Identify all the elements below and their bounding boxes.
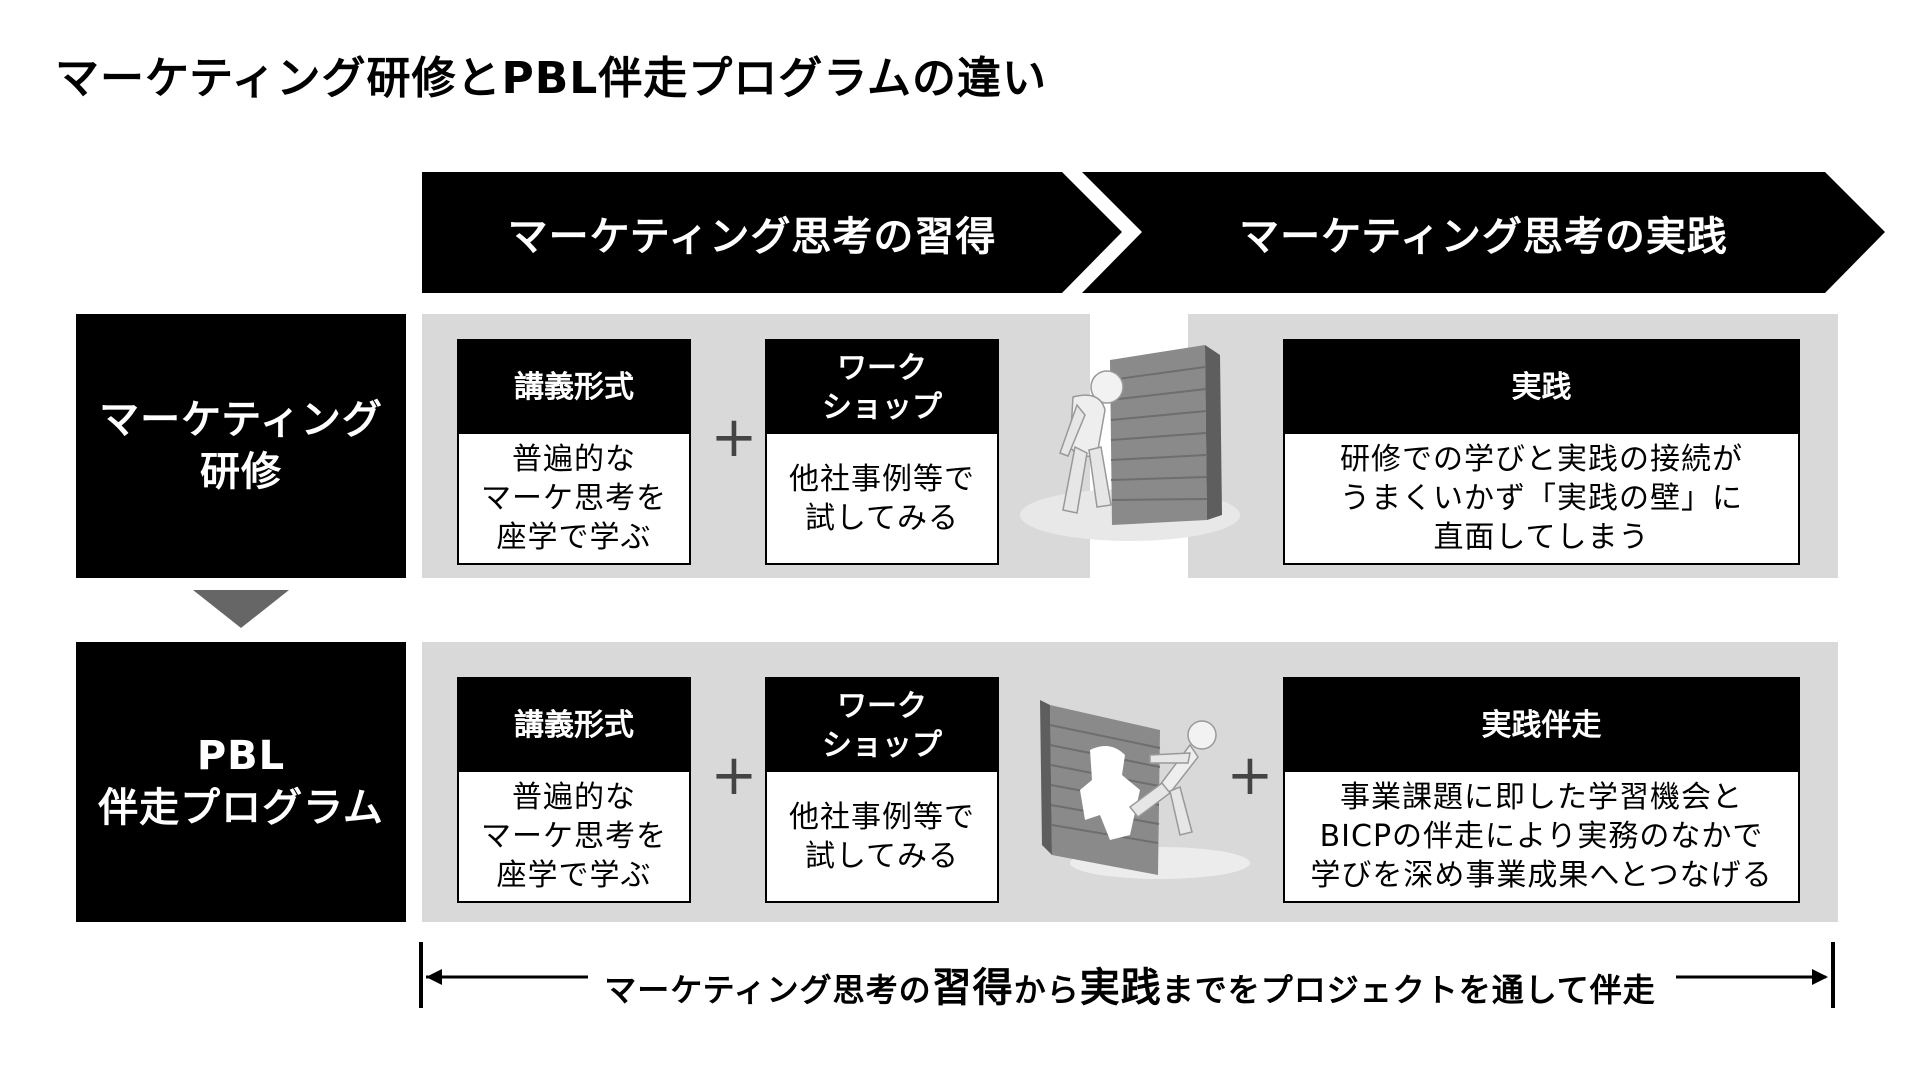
card-header-text: 講義形式 xyxy=(514,370,634,405)
card-header-text: 実践伴走 xyxy=(1481,708,1602,743)
row-label-marketing-training: マーケティング 研修 xyxy=(76,314,406,578)
card-practice-support: 実践伴走 事業課題に即した学習機会と BICPの伴走により実務のなかで 学びを深… xyxy=(1283,677,1800,903)
card-body-line: BICPの伴走により実務のなかで xyxy=(1319,819,1764,854)
caption-part: マーケティング思考の xyxy=(604,971,932,1009)
wall-breakthrough-figure-illustration xyxy=(1040,700,1250,879)
card-header: 実践伴走 xyxy=(1285,679,1798,772)
card-body-line: 学びを深め事業成果へとつなげる xyxy=(1310,858,1773,893)
caption-emphasis: 実践 xyxy=(1079,965,1162,1011)
card-lecture: 講義形式 普遍的な マーケ思考を 座学で学ぶ xyxy=(457,677,691,903)
card-body: 普遍的な マーケ思考を 座学で学ぶ xyxy=(459,434,689,563)
card-body: 研修での学びと実践の接続が うまくいかず「実践の壁」に 直面してしまう xyxy=(1285,434,1798,563)
card-body: 事業課題に即した学習機会と BICPの伴走により実務のなかで 学びを深め事業成果… xyxy=(1285,772,1798,901)
card-header: ワーク ショップ xyxy=(767,679,997,772)
card-body-line: 普遍的な xyxy=(512,780,636,815)
chevron-shape xyxy=(422,172,1122,293)
span-caption: マーケティング思考の習得から実践までをプロジェクトを通して伴走 xyxy=(600,955,1660,1013)
phase-chevron-acquire: マーケティング思考の習得 xyxy=(422,172,1122,293)
card-body: 他社事例等で 試してみる xyxy=(767,772,997,901)
card-body-line: 研修での学びと実践の接続が xyxy=(1340,442,1743,477)
card-lecture: 講義形式 普遍的な マーケ思考を 座学で学ぶ xyxy=(457,339,691,565)
card-body-line: 他社事例等で xyxy=(789,799,975,835)
down-arrow-icon xyxy=(193,590,289,628)
card-body-line: 直面してしまう xyxy=(1433,520,1650,555)
card-header-text: ショップ xyxy=(822,727,942,763)
card-body-line: 座学で学ぶ xyxy=(496,520,652,555)
caption-part: までをプロジェクトを通して伴走 xyxy=(1161,971,1656,1009)
card-header-text: 講義形式 xyxy=(514,708,634,743)
card-body: 他社事例等で 試してみる xyxy=(767,434,997,563)
card-body-line: 普遍的な xyxy=(512,442,636,477)
card-header: 実践 xyxy=(1285,341,1798,434)
page-title: マーケティング研修とPBL伴走プログラムの違い xyxy=(55,53,1047,104)
chevron-shape xyxy=(1082,172,1885,293)
caption-part: から xyxy=(1013,971,1080,1009)
card-body-line: 座学で学ぶ xyxy=(496,858,652,893)
card-header-text: ショップ xyxy=(822,389,942,425)
card-header: 講義形式 xyxy=(459,679,689,772)
phase-chevron-practice: マーケティング思考の実践 xyxy=(1082,172,1885,293)
card-header-text: ワーク xyxy=(837,350,927,386)
card-body-line: うまくいかず「実践の壁」に xyxy=(1340,481,1743,516)
card-header: 講義形式 xyxy=(459,341,689,434)
row-label-line: 研修 xyxy=(200,449,282,495)
span-arrow xyxy=(419,942,1835,1008)
card-body-line: マーケ思考を xyxy=(481,481,667,516)
caption-emphasis: 習得 xyxy=(931,965,1014,1011)
card-workshop: ワーク ショップ 他社事例等で 試してみる xyxy=(765,677,999,903)
plus-icon: + xyxy=(1226,743,1274,808)
card-body-line: 事業課題に即した学習機会と xyxy=(1340,780,1743,815)
card-body: 普遍的な マーケ思考を 座学で学ぶ xyxy=(459,772,689,901)
phase-label-practice: マーケティング思考の実践 xyxy=(1239,213,1728,260)
card-body-line: 試してみる xyxy=(804,838,960,874)
phase-label-acquire: マーケティング思考の習得 xyxy=(507,213,997,260)
row-label-line: マーケティング xyxy=(99,397,383,443)
wall-blocked-figure-illustration xyxy=(1020,345,1240,541)
card-header-text: 実践 xyxy=(1511,370,1572,405)
plus-icon: + xyxy=(710,405,758,470)
card-practice: 実践 研修での学びと実践の接続が うまくいかず「実践の壁」に 直面してしまう xyxy=(1283,339,1800,565)
card-workshop: ワーク ショップ 他社事例等で 試してみる xyxy=(765,339,999,565)
card-header-text: ワーク xyxy=(837,688,927,724)
card-body-line: 他社事例等で xyxy=(789,461,975,497)
plus-icon: + xyxy=(710,743,758,808)
row-label-line: 伴走プログラム xyxy=(98,785,384,831)
card-body-line: マーケ思考を xyxy=(481,819,667,854)
card-body-line: 試してみる xyxy=(804,500,960,536)
row-label-pbl-program: PBL 伴走プログラム xyxy=(76,642,406,922)
card-header: ワーク ショップ xyxy=(767,341,997,434)
row-label-line: PBL xyxy=(196,733,286,779)
